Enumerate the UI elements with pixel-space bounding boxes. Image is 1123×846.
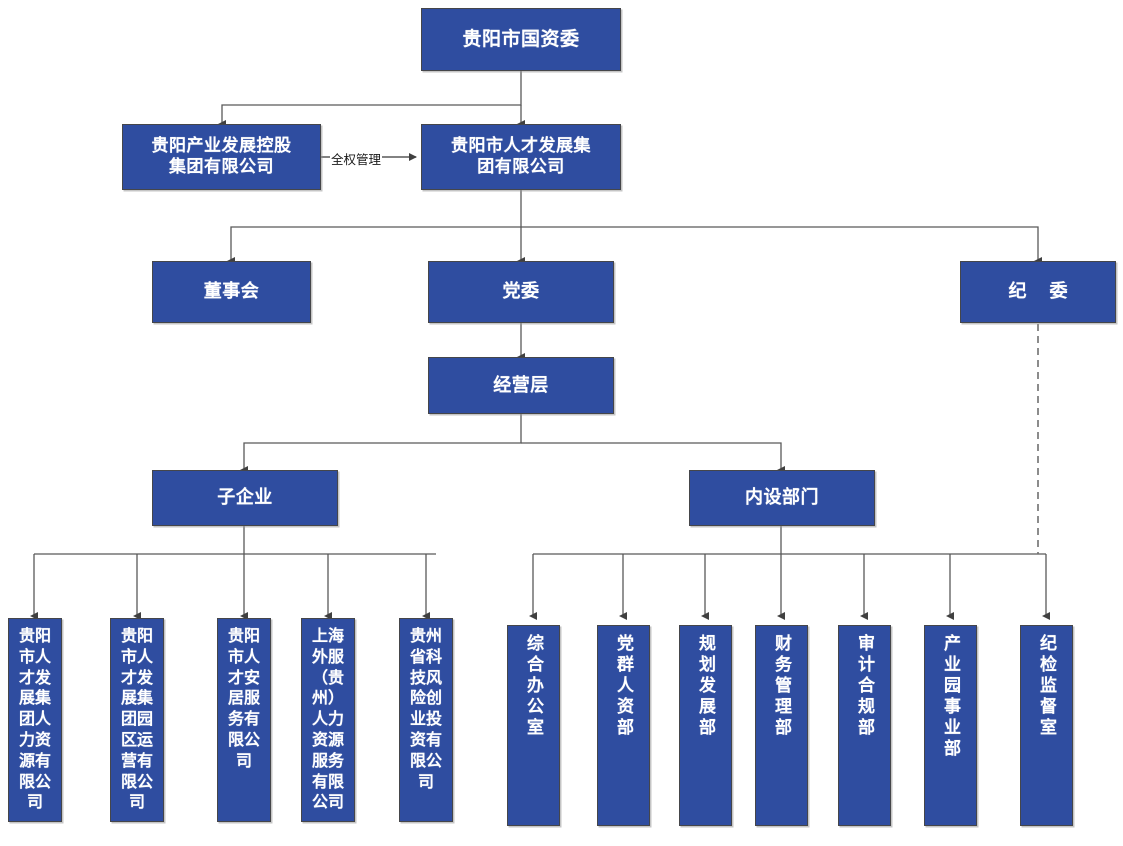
node-label: 经营层 [493,374,549,395]
node-label: 纪 委 [1008,281,1077,302]
node-label: 内设部门 [745,487,819,508]
node-department-general-office[interactable]: 综合办公室 [507,625,560,826]
node-label: 贵阳市人才发展集团有限公司 [451,136,591,176]
node-subsidiary-park-operation-company[interactable]: 贵阳市人才发展集团园区运营有限公司 [110,618,164,822]
node-subsidiary-talent-housing-company[interactable]: 贵阳市人才安居服务有限公司 [217,618,271,822]
node-label: 党委 [502,281,540,302]
node-department-planning-development[interactable]: 规划发展部 [679,625,732,826]
node-label: 财务管理部 [772,634,791,739]
node-department-industrial-park[interactable]: 产业园事业部 [924,625,977,826]
node-label: 规划发展部 [696,634,715,739]
node-party-committee[interactable]: 党委 [428,261,614,323]
node-department-finance-management[interactable]: 财务管理部 [755,625,808,826]
node-label: 审计合规部 [855,634,874,739]
node-department-discipline-supervision[interactable]: 纪检监督室 [1020,625,1073,826]
node-label: 贵阳市人才发展集团园区运营有限公司 [120,628,153,812]
node-label: 综合办公室 [524,634,543,739]
node-label: 产业园事业部 [941,634,960,760]
node-subsidiary-venture-capital[interactable]: 贵州省科技风险创业投资有限公司 [399,618,453,822]
relation-label-full-authority-management: 全权管理 [330,149,383,168]
node-label: 子企业 [217,487,273,508]
node-label: 贵阳市人才发展集团人力资源有限公司 [18,628,51,812]
node-label: 纪检监督室 [1037,634,1056,739]
node-label: 贵州省科技风险创业投资有限公司 [409,628,442,791]
node-label: 党群人资部 [614,634,633,739]
node-talent-development-group[interactable]: 贵阳市人才发展集团有限公司 [421,124,621,190]
node-subsidiaries[interactable]: 子企业 [152,470,338,526]
node-label: 董事会 [203,281,260,302]
node-subsidiary-shanghai-foreign-service[interactable]: 上海外服（贵州）人力资源服务有限公司 [301,618,355,822]
node-subsidiary-hr-company[interactable]: 贵阳市人才发展集团人力资源有限公司 [8,618,62,822]
node-management-layer[interactable]: 经营层 [428,357,614,414]
node-guiyang-sasac[interactable]: 贵阳市国资委 [421,8,621,71]
node-label: 贵阳市人才安居服务有限公司 [227,628,260,770]
node-discipline-committee[interactable]: 纪 委 [960,261,1116,323]
node-board-of-directors[interactable]: 董事会 [152,261,311,323]
node-internal-departments[interactable]: 内设部门 [689,470,875,526]
node-department-audit-compliance[interactable]: 审计合规部 [838,625,891,826]
node-label: 贵阳产业发展控股集团有限公司 [151,136,292,176]
node-label: 上海外服（贵州）人力资源服务有限公司 [311,628,344,812]
node-label: 贵阳市国资委 [462,28,580,50]
node-department-party-hr[interactable]: 党群人资部 [597,625,650,826]
node-industrial-holding-group[interactable]: 贵阳产业发展控股集团有限公司 [122,124,321,190]
